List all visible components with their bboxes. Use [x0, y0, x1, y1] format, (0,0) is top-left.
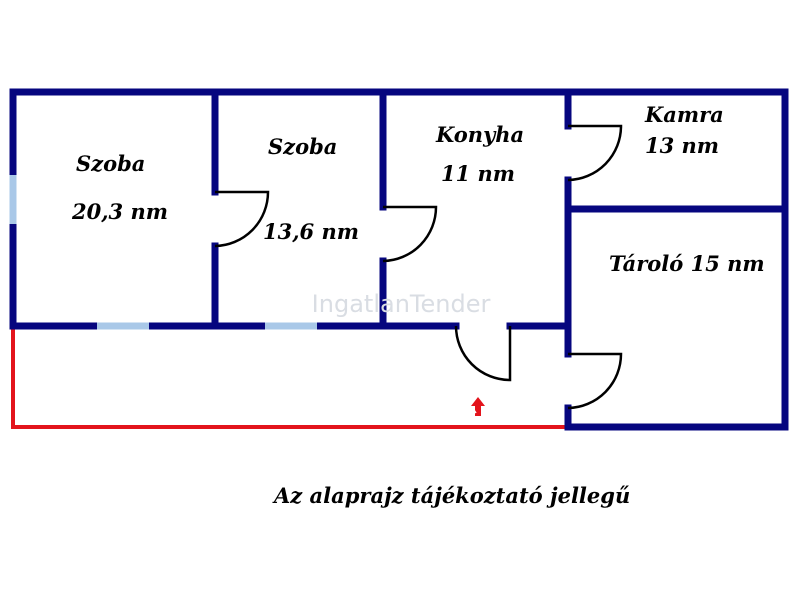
szoba1-name: Szoba: [76, 151, 145, 176]
szoba1-area: 20,3 nm: [71, 199, 168, 224]
door-szoba2-konyha: [382, 205, 438, 263]
konyha-area: 11 nm: [441, 161, 515, 186]
szoba2-name: Szoba: [268, 134, 337, 159]
kamra-name: Kamra: [644, 102, 724, 127]
door-tarolo: [567, 352, 623, 410]
tarolo-label: Tároló 15 nm: [609, 251, 765, 276]
walls: [9, 88, 789, 431]
szoba2-area: 13,6 nm: [263, 219, 359, 244]
terrace-outline: [11, 326, 568, 429]
plan-caption: Az alaprajz tájékoztató jellegű: [272, 483, 630, 508]
konyha-name: Konyha: [435, 122, 524, 147]
windows: [9, 175, 317, 330]
watermark: IngatlanTender: [312, 290, 491, 318]
doors: [214, 124, 623, 410]
door-entrance: [454, 325, 512, 382]
door-konyha-kamra: [567, 124, 623, 182]
door-szoba1-szoba2: [214, 190, 270, 248]
kamra-area: 13 nm: [645, 133, 719, 158]
red-up-arrow-icon: [471, 397, 485, 416]
